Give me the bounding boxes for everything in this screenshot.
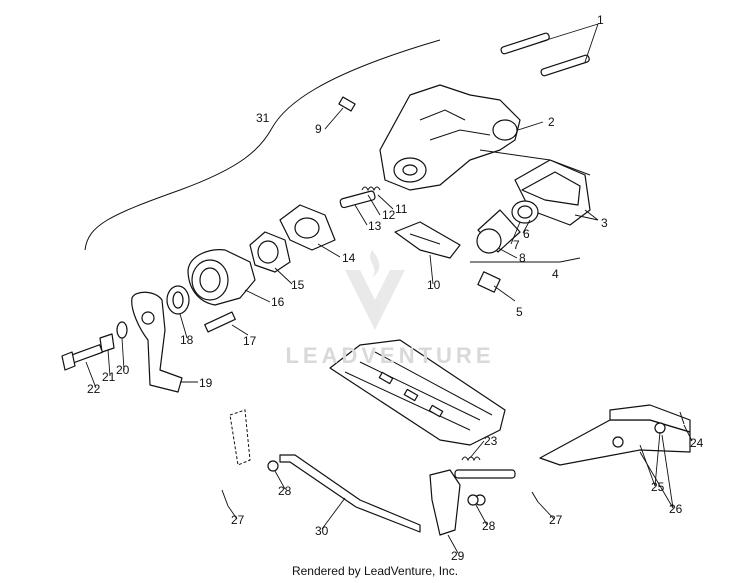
callout-27-right: 27: [549, 513, 563, 527]
callout-3: 3: [601, 216, 608, 230]
callout-26: 26: [669, 502, 683, 516]
callout-27-left: 27: [231, 513, 245, 527]
washer-28-left: [267, 460, 279, 472]
callout-25: 25: [651, 480, 665, 494]
pin-part: [500, 32, 590, 77]
adapter-part: [249, 231, 291, 273]
callout-21: 21: [102, 370, 116, 384]
piston-seal-part: [511, 200, 539, 224]
shim-plate-part: [394, 221, 461, 259]
callout-9: 9: [315, 122, 322, 136]
callout-28-right: 28: [482, 519, 496, 533]
callout-30: 30: [315, 524, 329, 538]
spring-and-pin-part: [339, 186, 381, 209]
pedal-lever-part: [429, 469, 516, 536]
callout-17: 17: [243, 334, 257, 348]
callout-31: 31: [256, 111, 270, 125]
brake-rod-part: [279, 454, 421, 533]
piston-part: [476, 209, 521, 254]
callout-1: 1: [597, 13, 604, 27]
render-credit: Rendered by LeadVenture, Inc.: [291, 564, 459, 578]
callout-5: 5: [516, 305, 523, 319]
callout-20: 20: [116, 363, 130, 377]
washer-28-right: [467, 494, 479, 506]
callout-18: 18: [180, 333, 194, 347]
watermark-text: LEADVENTURE: [285, 343, 495, 368]
screw-part: [204, 311, 236, 333]
bleeder-valve-part: [338, 96, 356, 112]
cotter-pin-part: [221, 411, 685, 507]
callout-14: 14: [342, 251, 356, 265]
callout-19: 19: [199, 376, 213, 390]
callout-23: 23: [484, 434, 498, 448]
callout-16: 16: [271, 295, 285, 309]
callout-12: 12: [382, 208, 396, 222]
caliper-body-part: [379, 84, 591, 191]
callout-8: 8: [519, 251, 526, 265]
bolt-nut-washer-part: [61, 321, 128, 371]
housing-part: [187, 249, 256, 306]
callout-15: 15: [291, 278, 305, 292]
callout-22: 22: [87, 382, 101, 396]
callout-11: 11: [395, 202, 408, 216]
callout-2: 2: [548, 115, 555, 129]
callout-13: 13: [368, 219, 382, 233]
banjo-fitting-part: [477, 271, 501, 293]
watermark-logo: [345, 250, 405, 330]
group-bracket-31: [84, 39, 441, 251]
callout-4: 4: [552, 267, 559, 281]
gasket-part: [279, 204, 336, 251]
callout-7: 7: [513, 238, 520, 252]
leader-lines: [85, 23, 693, 554]
callout-10: 10: [427, 278, 441, 292]
callout-29: 29: [451, 549, 465, 563]
washer-part: [166, 285, 190, 315]
footboard-part: [329, 339, 506, 446]
callout-labels: 1 2 3 4 5 6 7 8 9 10 11 12 13 14 15 16 1…: [87, 13, 704, 563]
brake-pedal-part: [539, 404, 691, 466]
lever-bracket-part: [131, 291, 183, 393]
callout-6: 6: [523, 227, 530, 241]
callout-24: 24: [690, 436, 704, 450]
callout-28-left: 28: [278, 484, 292, 498]
frame-bracket-part: [229, 409, 251, 466]
group-bracket-4: [470, 257, 581, 263]
